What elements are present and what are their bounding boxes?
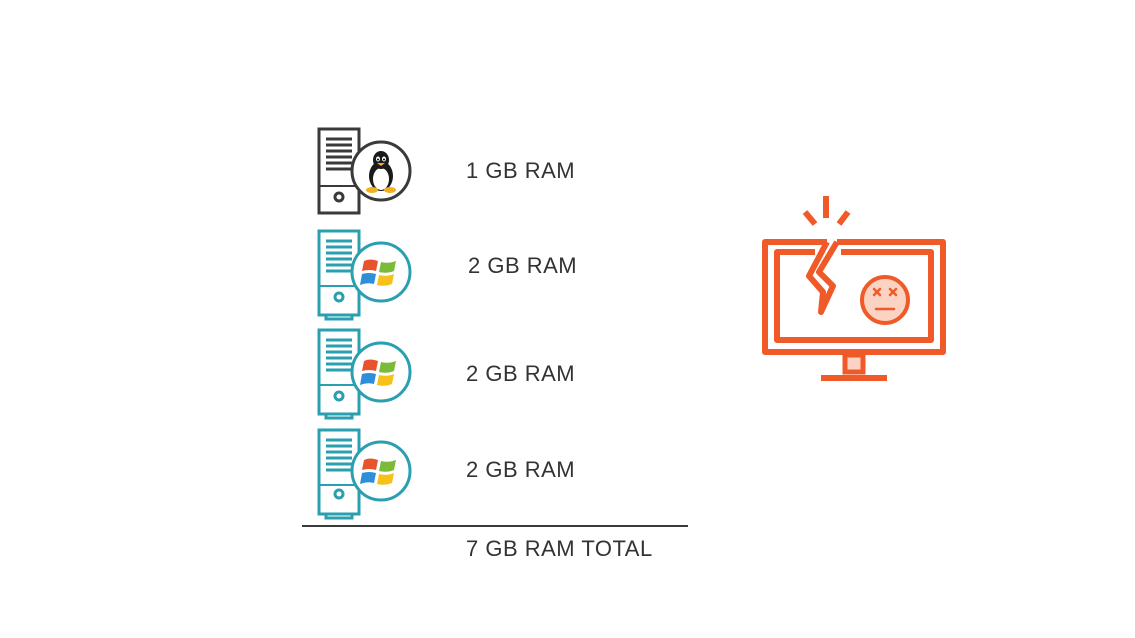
windows-logo-icon bbox=[350, 341, 412, 403]
total-ram-label: 7 GB RAM TOTAL bbox=[466, 536, 653, 561]
server-ram-label: 1 GB RAM bbox=[466, 158, 576, 183]
server-windows bbox=[316, 229, 436, 329]
total-divider bbox=[302, 525, 688, 527]
sad-face-icon bbox=[860, 275, 910, 325]
windows-logo-icon bbox=[350, 241, 412, 303]
server-windows bbox=[316, 328, 436, 428]
server-ram-label: 2 GB RAM bbox=[466, 457, 576, 482]
server-tower-icon bbox=[317, 428, 361, 520]
windows-logo-icon bbox=[350, 440, 412, 502]
linux-tux-icon bbox=[350, 140, 412, 202]
server-windows bbox=[316, 428, 436, 528]
server-ram-label: 2 GB RAM bbox=[466, 361, 576, 386]
server-ram-label: 2 GB RAM bbox=[468, 253, 578, 278]
broken-monitor-icon bbox=[762, 196, 946, 381]
server-linux bbox=[316, 127, 436, 227]
